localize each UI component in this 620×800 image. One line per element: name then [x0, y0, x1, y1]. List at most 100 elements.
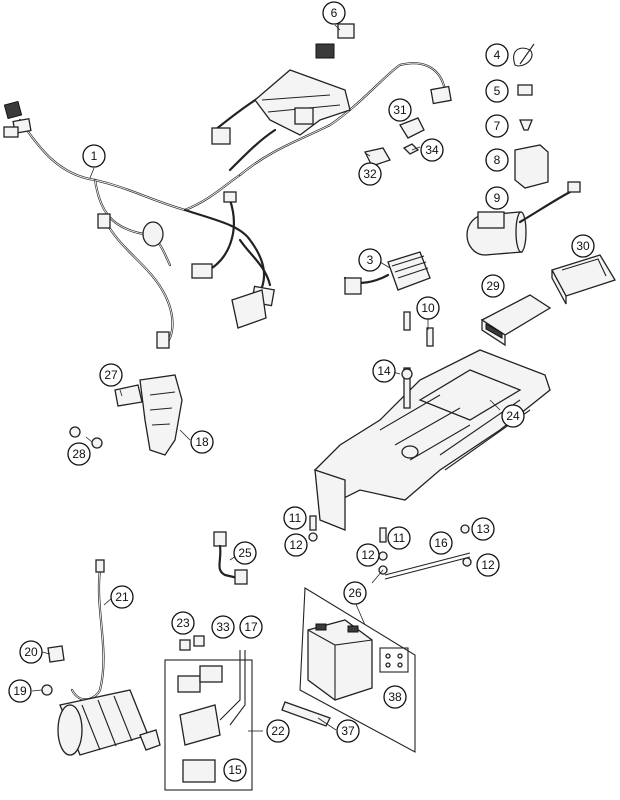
callout-label: 28	[72, 447, 86, 461]
callout-3: 3	[358, 248, 382, 272]
callout-10: 10	[416, 296, 440, 320]
callout-9: 9	[485, 186, 509, 210]
callout-label: 19	[13, 684, 27, 698]
nut-part	[402, 143, 420, 155]
callout-label: 15	[228, 763, 242, 777]
screw-part	[379, 527, 387, 543]
callout-32: 32	[358, 162, 382, 186]
callout-8: 8	[485, 148, 509, 172]
callout-label: 12	[361, 548, 375, 562]
callout-label: 9	[494, 191, 501, 205]
battery-kit-frame	[299, 587, 416, 753]
callout-label: 11	[289, 511, 302, 525]
callout-19: 19	[8, 679, 32, 703]
callout-13: 13	[471, 517, 495, 541]
callout-11: 11	[283, 506, 307, 530]
callout-label: 3	[367, 253, 374, 267]
callout-label: 30	[576, 239, 590, 253]
strap-part	[281, 701, 331, 727]
callout-label: 13	[476, 522, 490, 536]
callout-4: 4	[485, 43, 509, 67]
callout-1: 1	[82, 144, 106, 168]
connector-part	[337, 23, 355, 39]
nut-part	[460, 524, 470, 534]
cable-tie-part	[513, 43, 535, 67]
callout-24: 24	[501, 404, 525, 428]
voltage-regulator-part	[343, 251, 431, 295]
callout-label: 27	[104, 368, 118, 382]
ecu-box-part	[480, 294, 552, 347]
washer-part	[378, 551, 388, 561]
battery-part	[307, 619, 373, 701]
callout-25: 25	[233, 541, 257, 565]
callout-label: 1	[91, 149, 98, 163]
callout-label: 17	[244, 620, 258, 634]
washer-part	[308, 532, 318, 542]
callout-14: 14	[372, 359, 396, 383]
starter-motor-part	[57, 689, 161, 756]
callout-27: 27	[99, 363, 123, 387]
callout-label: 8	[494, 153, 501, 167]
callout-label: 6	[331, 6, 338, 20]
callout-16: 16	[429, 531, 453, 555]
callout-label: 23	[176, 616, 190, 630]
bolts-part	[403, 311, 434, 347]
callout-label: 32	[363, 167, 377, 181]
clamp-part	[47, 645, 65, 663]
callout-33: 33	[211, 615, 235, 639]
relay-holder-part	[364, 147, 391, 167]
battery-tray-part	[314, 349, 551, 531]
callout-28: 28	[67, 442, 91, 466]
screw-part	[309, 515, 317, 531]
callout-label: 4	[494, 48, 501, 62]
callout-29: 29	[481, 274, 505, 298]
callout-31: 31	[388, 98, 412, 122]
callout-12: 12	[356, 543, 380, 567]
terminal-kit-part	[379, 647, 409, 673]
callout-label: 20	[24, 645, 38, 659]
callout-label: 22	[271, 724, 285, 738]
callout-label: 12	[481, 558, 495, 572]
callout-7: 7	[485, 114, 509, 138]
callout-label: 26	[348, 586, 362, 600]
relay-bracket-part	[399, 117, 425, 139]
callout-12: 12	[284, 533, 308, 557]
callout-label: 31	[393, 103, 407, 117]
callout-label: 37	[341, 724, 355, 738]
callout-26: 26	[343, 581, 367, 605]
callout-label: 10	[421, 301, 435, 315]
callout-30: 30	[571, 234, 595, 258]
callout-38: 38	[383, 685, 407, 709]
callout-18: 18	[190, 430, 214, 454]
callout-label: 7	[494, 119, 501, 133]
starter-relay-part	[177, 650, 246, 783]
callout-label: 33	[216, 620, 230, 634]
callout-label: 24	[506, 409, 520, 423]
callout-label: 12	[289, 538, 303, 552]
callout-label: 29	[486, 279, 500, 293]
screw-part	[41, 684, 53, 696]
callout-37: 37	[336, 719, 360, 743]
callout-label: 21	[115, 590, 129, 604]
callout-11: 11	[387, 526, 411, 550]
callout-15: 15	[223, 758, 247, 782]
callout-23: 23	[171, 611, 195, 635]
callout-label: 11	[393, 531, 406, 545]
callout-label: 34	[425, 143, 439, 157]
callout-label: 38	[388, 690, 402, 704]
cable-part	[213, 531, 248, 585]
callout-17: 17	[239, 615, 263, 639]
callout-20: 20	[19, 640, 43, 664]
retainer-part	[519, 119, 533, 131]
rod-part	[384, 552, 471, 580]
callout-34: 34	[420, 138, 444, 162]
clip-part	[517, 84, 533, 96]
callout-label: 14	[377, 364, 391, 378]
callouts: 1 3 4 5 6 7 8 9 10 11 11 11 12 12 12 13 …	[8, 1, 595, 782]
relay-kit-frame	[164, 659, 253, 791]
callout-22: 22	[266, 719, 290, 743]
fuses-part	[179, 635, 205, 651]
callout-label: 18	[195, 435, 209, 449]
bracket-assembly-part	[69, 374, 183, 456]
